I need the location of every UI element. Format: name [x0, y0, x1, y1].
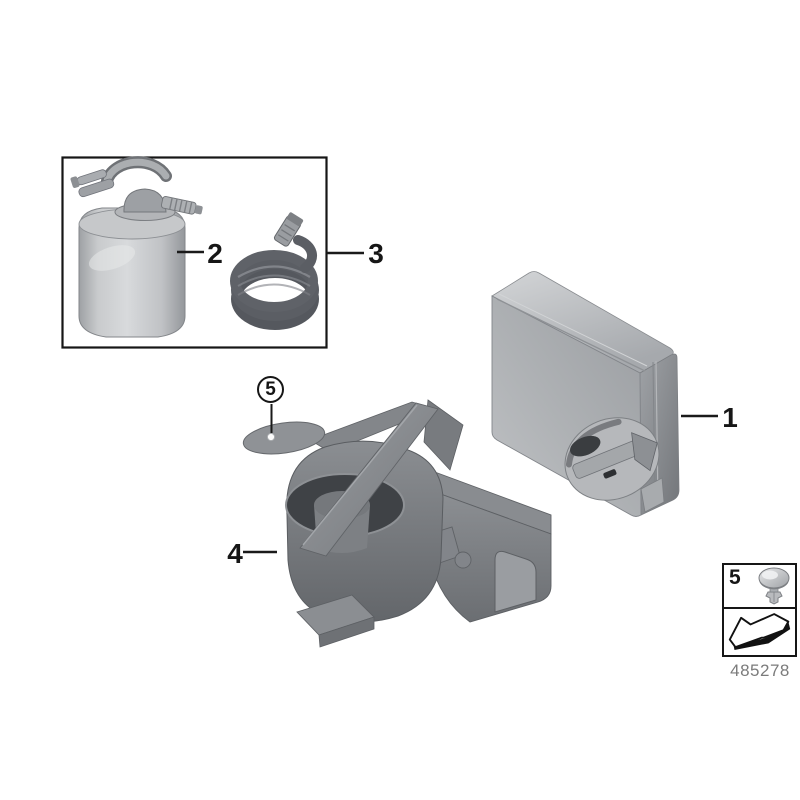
fastener-hole	[266, 432, 276, 442]
part-label-4[interactable]: 4	[227, 538, 243, 569]
sealant-bottle-illustration	[70, 156, 203, 338]
legend-fastener-cell: 5	[724, 565, 795, 609]
part-label-3[interactable]: 3	[368, 238, 384, 269]
storage-bracket-illustration	[242, 399, 552, 648]
expanding-rivet-icon	[758, 567, 790, 605]
part-callout-5[interactable]: 5	[257, 376, 284, 403]
legend-box: 5	[722, 563, 797, 657]
bottle-cap-prongs	[70, 169, 115, 198]
part-label-2[interactable]: 2	[207, 238, 223, 269]
hose-connector	[273, 212, 304, 247]
compressor-recess	[564, 417, 660, 501]
compressor-illustration	[491, 271, 680, 517]
diagram-number: 485278	[730, 661, 790, 680]
legend-direction-cell	[724, 609, 795, 655]
bottle-nozzle	[160, 195, 203, 215]
filler-hose-illustration	[230, 212, 319, 330]
strap-end-paddle	[242, 421, 326, 455]
removal-direction-arrow-icon	[728, 613, 790, 650]
kit-box-frame	[61, 156, 328, 349]
part-label-1[interactable]: 1	[722, 402, 738, 433]
legend-part-number: 5	[729, 566, 741, 589]
leader-lines	[177, 250, 718, 554]
